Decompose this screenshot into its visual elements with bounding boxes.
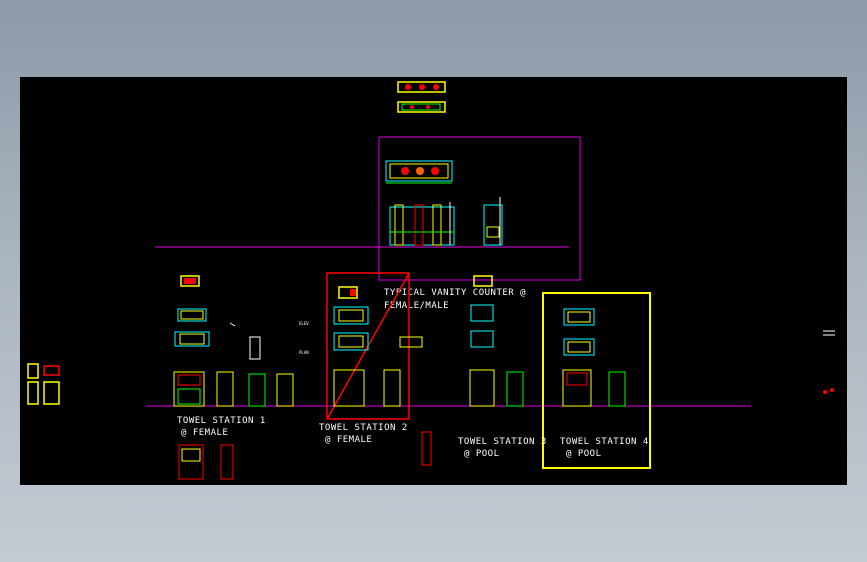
- svg-text:PLAN: PLAN: [299, 350, 309, 355]
- towel-station-4-label-line2: @ POOL: [566, 449, 602, 459]
- vanity-frame[interactable]: [378, 136, 581, 281]
- towel-station-1-drawings: ELEV PLAN: [173, 275, 309, 480]
- towel-station-1-label-line2: @ FEMALE: [181, 428, 228, 438]
- vanity-plan: [385, 160, 453, 184]
- towel-station-2-label-line2: @ FEMALE: [325, 435, 372, 445]
- vanity-label-line1: TYPICAL VANITY COUNTER @: [384, 288, 526, 298]
- towel-station-4-label-line1: TOWEL STATION 4: [560, 437, 649, 447]
- right-edge-marks: [823, 330, 835, 394]
- towel-station-3-label-line2: @ POOL: [464, 449, 500, 459]
- towel-station-1-label-line1: TOWEL STATION 1: [177, 416, 266, 426]
- left-edge-symbols: [27, 363, 60, 405]
- towel-station-3-drawings: [469, 275, 524, 407]
- svg-text:ELEV: ELEV: [299, 321, 309, 326]
- top-symbol-2: [397, 101, 446, 113]
- towel-station-4-drawings: [562, 308, 626, 407]
- cad-canvas: TYPICAL VANITY COUNTER @ FEMALE/MALE ELE…: [27, 81, 835, 480]
- towel-station-2-drawings: [333, 286, 432, 466]
- towel-station-3-label-line1: TOWEL STATION 3: [458, 437, 547, 447]
- top-symbol-1: [397, 81, 446, 93]
- vanity-elevation: [389, 202, 455, 246]
- vanity-label-line2: FEMALE/MALE: [384, 301, 449, 311]
- cad-drawing-viewport[interactable]: TYPICAL VANITY COUNTER @ FEMALE/MALE ELE…: [20, 77, 847, 485]
- highlight-box[interactable]: [542, 292, 651, 469]
- vanity-section: [483, 197, 503, 246]
- towel-station-2-label-line1: TOWEL STATION 2: [319, 423, 408, 433]
